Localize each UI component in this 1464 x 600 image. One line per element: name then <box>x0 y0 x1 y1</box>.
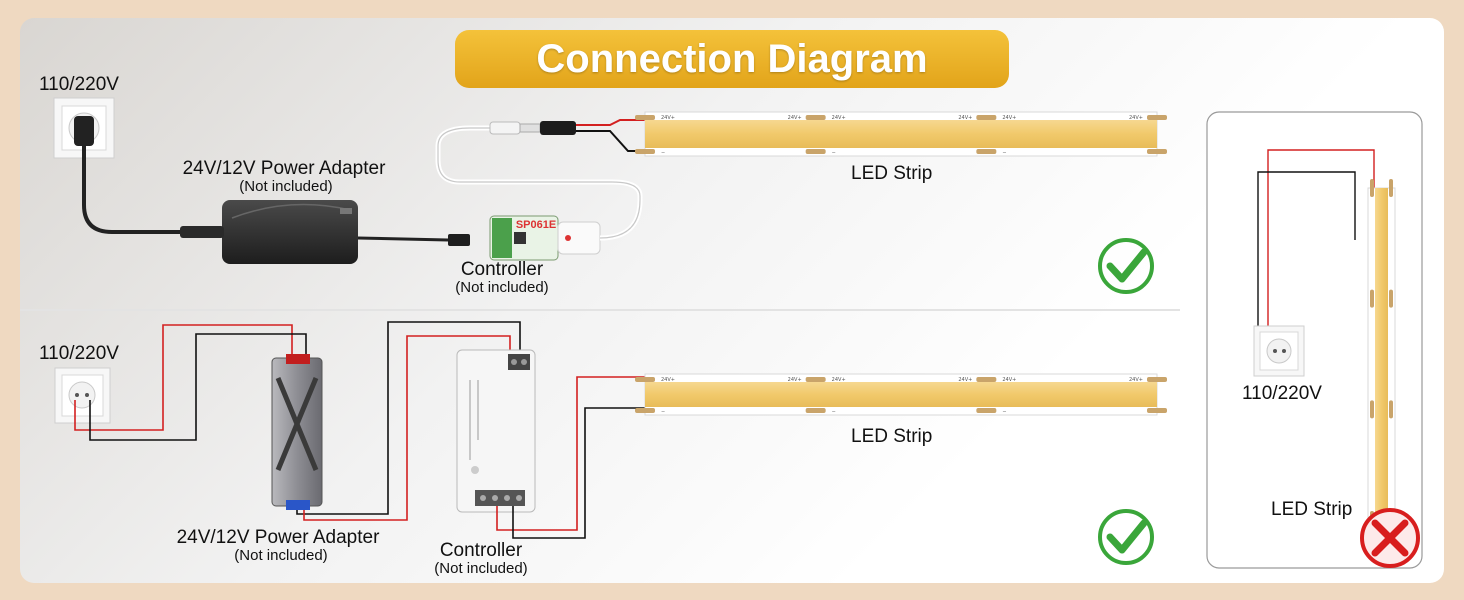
solder-pad <box>1147 408 1167 413</box>
positive-mark: 24V+ <box>788 115 802 121</box>
positive-mark: 24V+ <box>1002 115 1016 121</box>
solder-pad <box>635 149 655 154</box>
solder-pad <box>635 115 655 120</box>
psu-output-red-wire <box>303 335 511 521</box>
top-adapter-output-cable <box>357 236 449 242</box>
solder-pad <box>976 408 997 413</box>
positive-mark: 24V+ <box>661 377 675 383</box>
solder-pad <box>1370 289 1374 308</box>
top-controller-output-cable <box>437 127 641 239</box>
bottom-adapter-label: 24V/12V Power Adapter <box>176 527 380 548</box>
psu-output-black-wire <box>296 321 521 515</box>
solder-pad <box>635 408 655 413</box>
positive-mark: 24V+ <box>832 115 846 121</box>
solder-pad <box>1389 179 1393 197</box>
top-strip-label: LED Strip <box>851 163 933 184</box>
solder-pad <box>1147 115 1167 120</box>
solder-pad <box>976 377 997 382</box>
solder-pad <box>805 408 826 413</box>
top-voltage-label: 110/220V <box>39 74 119 95</box>
bottom-check-icon <box>1098 509 1154 565</box>
positive-mark: 24V+ <box>788 377 802 383</box>
panel-wall-socket <box>1253 325 1305 377</box>
vertical-led-strip <box>1367 179 1396 529</box>
negative-mark: − <box>661 409 665 415</box>
negative-mark: − <box>1002 409 1006 415</box>
bottom-input-red-wire <box>74 324 293 431</box>
positive-mark: 24V+ <box>832 377 846 383</box>
page-title: Connection Diagram <box>536 36 928 81</box>
negative-mark: − <box>832 150 836 156</box>
negative-mark: − <box>661 150 665 156</box>
bottom-input-black-wire <box>89 333 307 441</box>
top-controller-note: (Not included) <box>455 279 549 296</box>
solder-pad <box>1389 289 1393 308</box>
title-banner: Connection Diagram <box>455 30 1009 88</box>
bottom-controller-label: Controller <box>439 540 523 561</box>
top-power-adapter <box>180 200 358 264</box>
solder-pad <box>805 377 826 382</box>
bottom-adapter-note: (Not included) <box>234 547 328 564</box>
bottom-voltage-label: 110/220V <box>39 343 119 364</box>
positive-mark: 24V+ <box>958 115 972 121</box>
positive-mark: 24V+ <box>958 377 972 383</box>
positive-mark: 24V+ <box>661 115 675 121</box>
bottom-led-strip: 24V+ − 24V+ − 24V+ 24V+ − 24V+ 24V+ <box>635 373 1167 416</box>
cross-icon <box>1360 508 1420 568</box>
negative-mark: − <box>1002 150 1006 156</box>
bottom-controller <box>456 349 536 513</box>
panel-red-wire <box>1267 149 1375 338</box>
top-check-icon <box>1098 238 1154 294</box>
top-plug <box>74 116 94 146</box>
top-adapter-label: 24V/12V Power Adapter <box>182 158 386 179</box>
positive-mark: 24V+ <box>1002 377 1016 383</box>
solder-pad <box>1370 179 1374 197</box>
solder-pad <box>976 149 997 154</box>
bottom-output-black-wire <box>512 407 645 539</box>
top-controller-label: Controller <box>460 259 544 280</box>
solder-pad <box>635 377 655 382</box>
top-red-wire <box>576 119 645 126</box>
solder-pad <box>805 115 826 120</box>
positive-mark: 24V+ <box>1129 377 1143 383</box>
solder-pad <box>1147 377 1167 382</box>
top-black-wire <box>576 130 645 152</box>
positive-mark: 24V+ <box>1129 115 1143 121</box>
bottom-output-red-wire <box>496 376 645 531</box>
solder-pad <box>1370 400 1374 419</box>
bottom-wall-socket <box>54 367 111 424</box>
solder-pad <box>1147 149 1167 154</box>
controller-model-label: SP061E <box>516 219 556 231</box>
negative-mark: − <box>832 409 836 415</box>
top-dc-connector <box>489 121 576 135</box>
top-led-strip: 24V+ − 24V+ − 24V+ 24V+ − 24V+ 24V+ <box>635 111 1167 157</box>
bottom-controller-note: (Not included) <box>434 560 528 577</box>
solder-pad <box>805 149 826 154</box>
top-adapter-note: (Not included) <box>239 178 333 195</box>
bottom-power-supply <box>271 354 323 510</box>
top-adapter-input-cable <box>82 128 222 234</box>
solder-pad <box>1389 400 1393 419</box>
panel-strip-label: LED Strip <box>1271 499 1353 520</box>
top-controller: SP061E <box>489 215 601 261</box>
bottom-strip-label: LED Strip <box>851 426 933 447</box>
panel-voltage-label: 110/220V <box>1242 383 1322 404</box>
top-dc-plug <box>448 234 470 246</box>
solder-pad <box>976 115 997 120</box>
